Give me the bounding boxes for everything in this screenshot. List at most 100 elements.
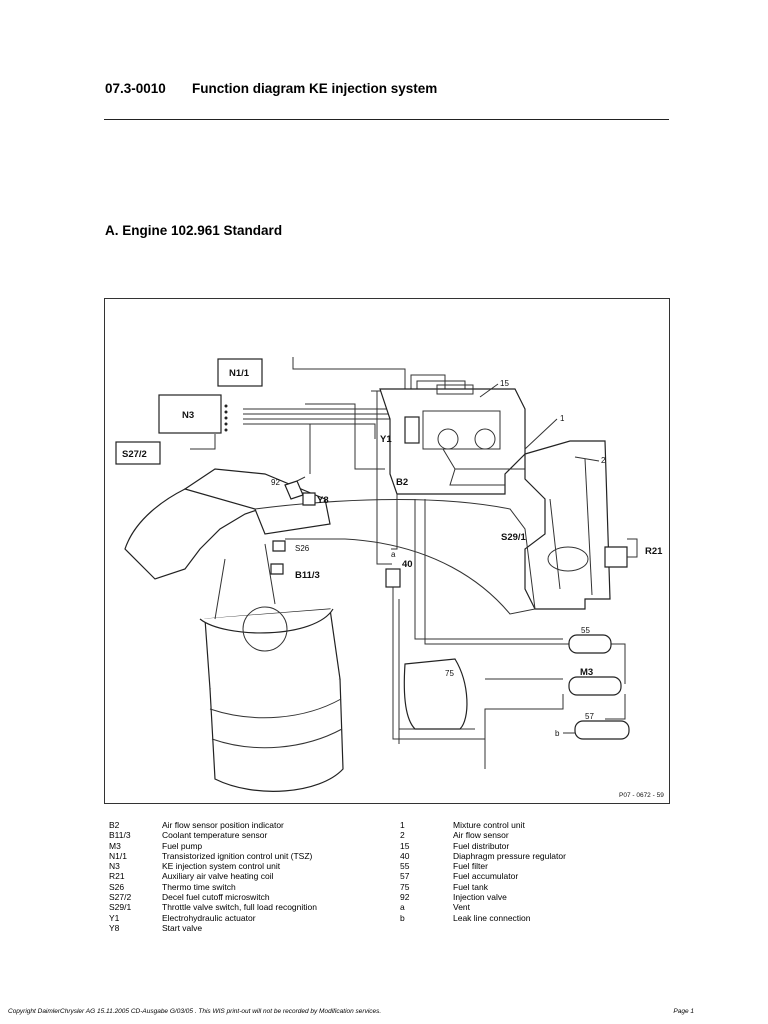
legend-description: Start valve <box>162 922 203 933</box>
legend-key: 75 <box>400 881 410 892</box>
legend-description: Mixture control unit <box>453 820 525 830</box>
legend-description: Fuel distributor <box>453 840 510 851</box>
legend-row: 75 Fuel tank <box>400 882 566 892</box>
auxiliary-air-valve <box>604 538 638 568</box>
legend-key: 57 <box>400 871 410 882</box>
label-m3: M3 <box>580 667 593 678</box>
label-b: b <box>555 729 560 738</box>
legend-description: KE injection system control unit <box>162 861 281 872</box>
n3-connector-pins <box>224 404 228 432</box>
fuel-accumulator <box>574 720 630 740</box>
legend-row: Y8 Start valve <box>109 923 317 933</box>
injection-valve <box>284 476 306 500</box>
legend-description: Injection valve <box>453 892 507 903</box>
legend-row: S27/2 Decel fuel cutoff microswitch <box>109 892 317 902</box>
wiring-lines <box>190 357 466 565</box>
label-s26: S26 <box>295 544 310 553</box>
legend-description: Fuel filter <box>453 861 488 872</box>
fuel-lines <box>392 499 626 769</box>
fuel-pump <box>568 676 622 696</box>
thermo-time-switch <box>272 540 286 552</box>
label-a: a <box>391 550 396 559</box>
document-code: 07.3-0010 <box>105 81 166 96</box>
label-s27-2: S27/2 <box>122 449 147 460</box>
legend-key: 2 <box>400 830 405 841</box>
legend-key: b <box>400 912 405 923</box>
label-75: 75 <box>445 669 454 678</box>
legend-key: 40 <box>400 850 410 861</box>
legend-key: S26 <box>109 881 125 892</box>
label-40: 40 <box>402 559 413 570</box>
legend-row: R21 Auxiliary air valve heating coil <box>109 871 317 881</box>
label-92: 92 <box>271 478 280 487</box>
fuel-filter <box>568 634 612 654</box>
label-r21: R21 <box>645 546 663 557</box>
legend-key: B11/3 <box>109 830 131 841</box>
pressure-regulator <box>385 568 401 599</box>
legend-key: R21 <box>109 871 125 882</box>
legend-description: Diaphragm pressure regulator <box>453 850 566 861</box>
legend-key: S29/1 <box>109 902 132 913</box>
ke-control-unit-box <box>158 394 222 434</box>
label-15: 15 <box>500 379 509 388</box>
legend-row: Y1 Electrohydraulic actuator <box>109 913 317 923</box>
legend-key: 15 <box>400 840 410 851</box>
function-diagram: N1/1 N3 S27/2 15 Y1 B2 1 <box>104 298 670 804</box>
function-diagram-drawing: N1/1 N3 S27/2 15 Y1 B2 1 <box>115 357 664 799</box>
leader-15 <box>479 383 499 398</box>
mixture-control-unit <box>379 384 556 495</box>
legend-description: Decel fuel cutoff microswitch <box>162 892 270 903</box>
legend-key: 1 <box>400 820 405 830</box>
legend-description: Leak line connection <box>453 912 531 923</box>
legend-key: N3 <box>109 861 120 872</box>
engine-block <box>124 468 536 792</box>
leader-1 <box>524 418 558 450</box>
legend-row: B11/3 Coolant temperature sensor <box>109 830 317 840</box>
legend-description: Air flow sensor position indicator <box>162 820 284 830</box>
legend-row: N3 KE injection system control unit <box>109 861 317 871</box>
legend-row: 15 Fuel distributor <box>400 841 566 851</box>
ignition-control-unit-box <box>217 358 263 387</box>
legend-key: M3 <box>109 840 121 851</box>
legend-description: Thermo time switch <box>162 881 236 892</box>
coolant-temp-sensor <box>270 563 284 575</box>
legend-description: Fuel pump <box>162 840 203 851</box>
legend-key: Y1 <box>109 912 120 923</box>
air-flow-sensor-housing <box>524 440 611 610</box>
label-n3: N3 <box>182 410 194 421</box>
label-2: 2 <box>601 456 606 465</box>
legend-description: Air flow sensor <box>453 830 509 841</box>
label-y8: Y8 <box>317 495 329 506</box>
label-b11-3: B11/3 <box>295 570 320 581</box>
legend-key: N1/1 <box>109 850 127 861</box>
legend-key: S27/2 <box>109 892 132 903</box>
label-s29-1: S29/1 <box>501 532 527 543</box>
fuel-tank <box>403 658 468 730</box>
start-valve <box>302 492 316 506</box>
legend-row: 1 Mixture control unit <box>400 820 566 830</box>
label-1: 1 <box>560 414 565 423</box>
legend-row: 55 Fuel filter <box>400 861 566 871</box>
label-n1-1: N1/1 <box>229 368 250 379</box>
legend-key: Y8 <box>109 922 120 933</box>
decel-switch-box <box>115 441 161 465</box>
legend-description: Electrohydraulic actuator <box>162 912 256 923</box>
legend-row: M3 Fuel pump <box>109 841 317 851</box>
legend-key: 92 <box>400 892 410 903</box>
legend-row: B2 Air flow sensor position indicator <box>109 820 317 830</box>
legend-description: Fuel tank <box>453 881 488 892</box>
label-y1: Y1 <box>380 434 392 445</box>
legend-description: Auxiliary air valve heating coil <box>162 871 274 882</box>
legend-description: Coolant temperature sensor <box>162 830 268 841</box>
label-57: 57 <box>585 712 594 721</box>
legend-key: 55 <box>400 861 410 872</box>
legend-row: S26 Thermo time switch <box>109 882 317 892</box>
legend-key: B2 <box>109 820 120 830</box>
footer-copyright: Copyright DaimlerChrysler AG 15.11.2005 … <box>8 1008 382 1015</box>
